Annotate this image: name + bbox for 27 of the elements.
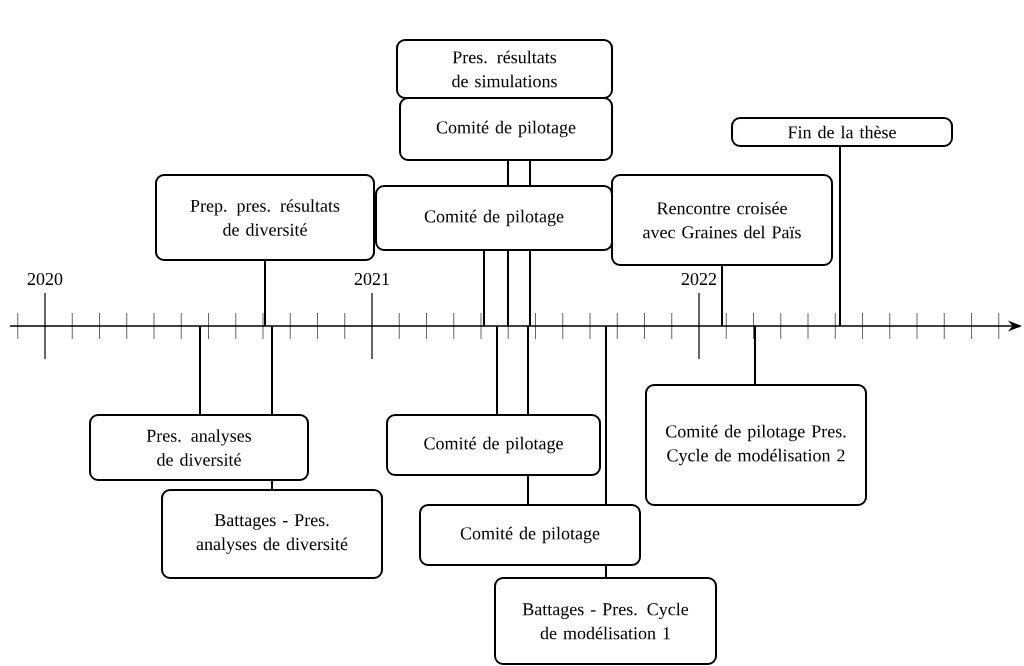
event-box: Rencontre croisée avec Graines del Païs [611, 174, 833, 266]
event-box: Pres. analyses de diversité [89, 414, 309, 481]
connector-line [721, 265, 723, 327]
event-box: Battages - Pres. analyses de diversité [161, 489, 383, 579]
connector-line [496, 325, 498, 415]
event-box: Comité de pilotage [419, 504, 641, 566]
connector-line [483, 250, 485, 327]
year-label: 2022 [681, 272, 717, 286]
event-box: Comité de pilotage [375, 185, 613, 251]
year-label: 2021 [354, 272, 389, 286]
connector-line [527, 325, 529, 505]
connector-line [529, 96, 531, 327]
event-box: Comité de pilotage [386, 414, 601, 476]
connector-line [839, 146, 841, 327]
connector-line [507, 160, 509, 327]
connector-line [264, 260, 266, 327]
event-box: Comité de pilotage [399, 97, 613, 161]
event-box: Battages - Pres. Cycle de modélisation 1 [494, 577, 717, 665]
connector-line [754, 325, 756, 385]
event-box: Pres. résultats de simulations [396, 39, 613, 99]
event-box: Fin de la thèse [731, 117, 953, 147]
event-box: Prep. pres. résultats de diversité [155, 174, 375, 261]
year-label: 2020 [27, 272, 63, 286]
connector-line [199, 325, 201, 415]
connector-line [605, 325, 607, 578]
connector-line [271, 325, 273, 490]
event-box: Comité de pilotage Pres. Cycle de modélisation 2 [645, 384, 867, 506]
